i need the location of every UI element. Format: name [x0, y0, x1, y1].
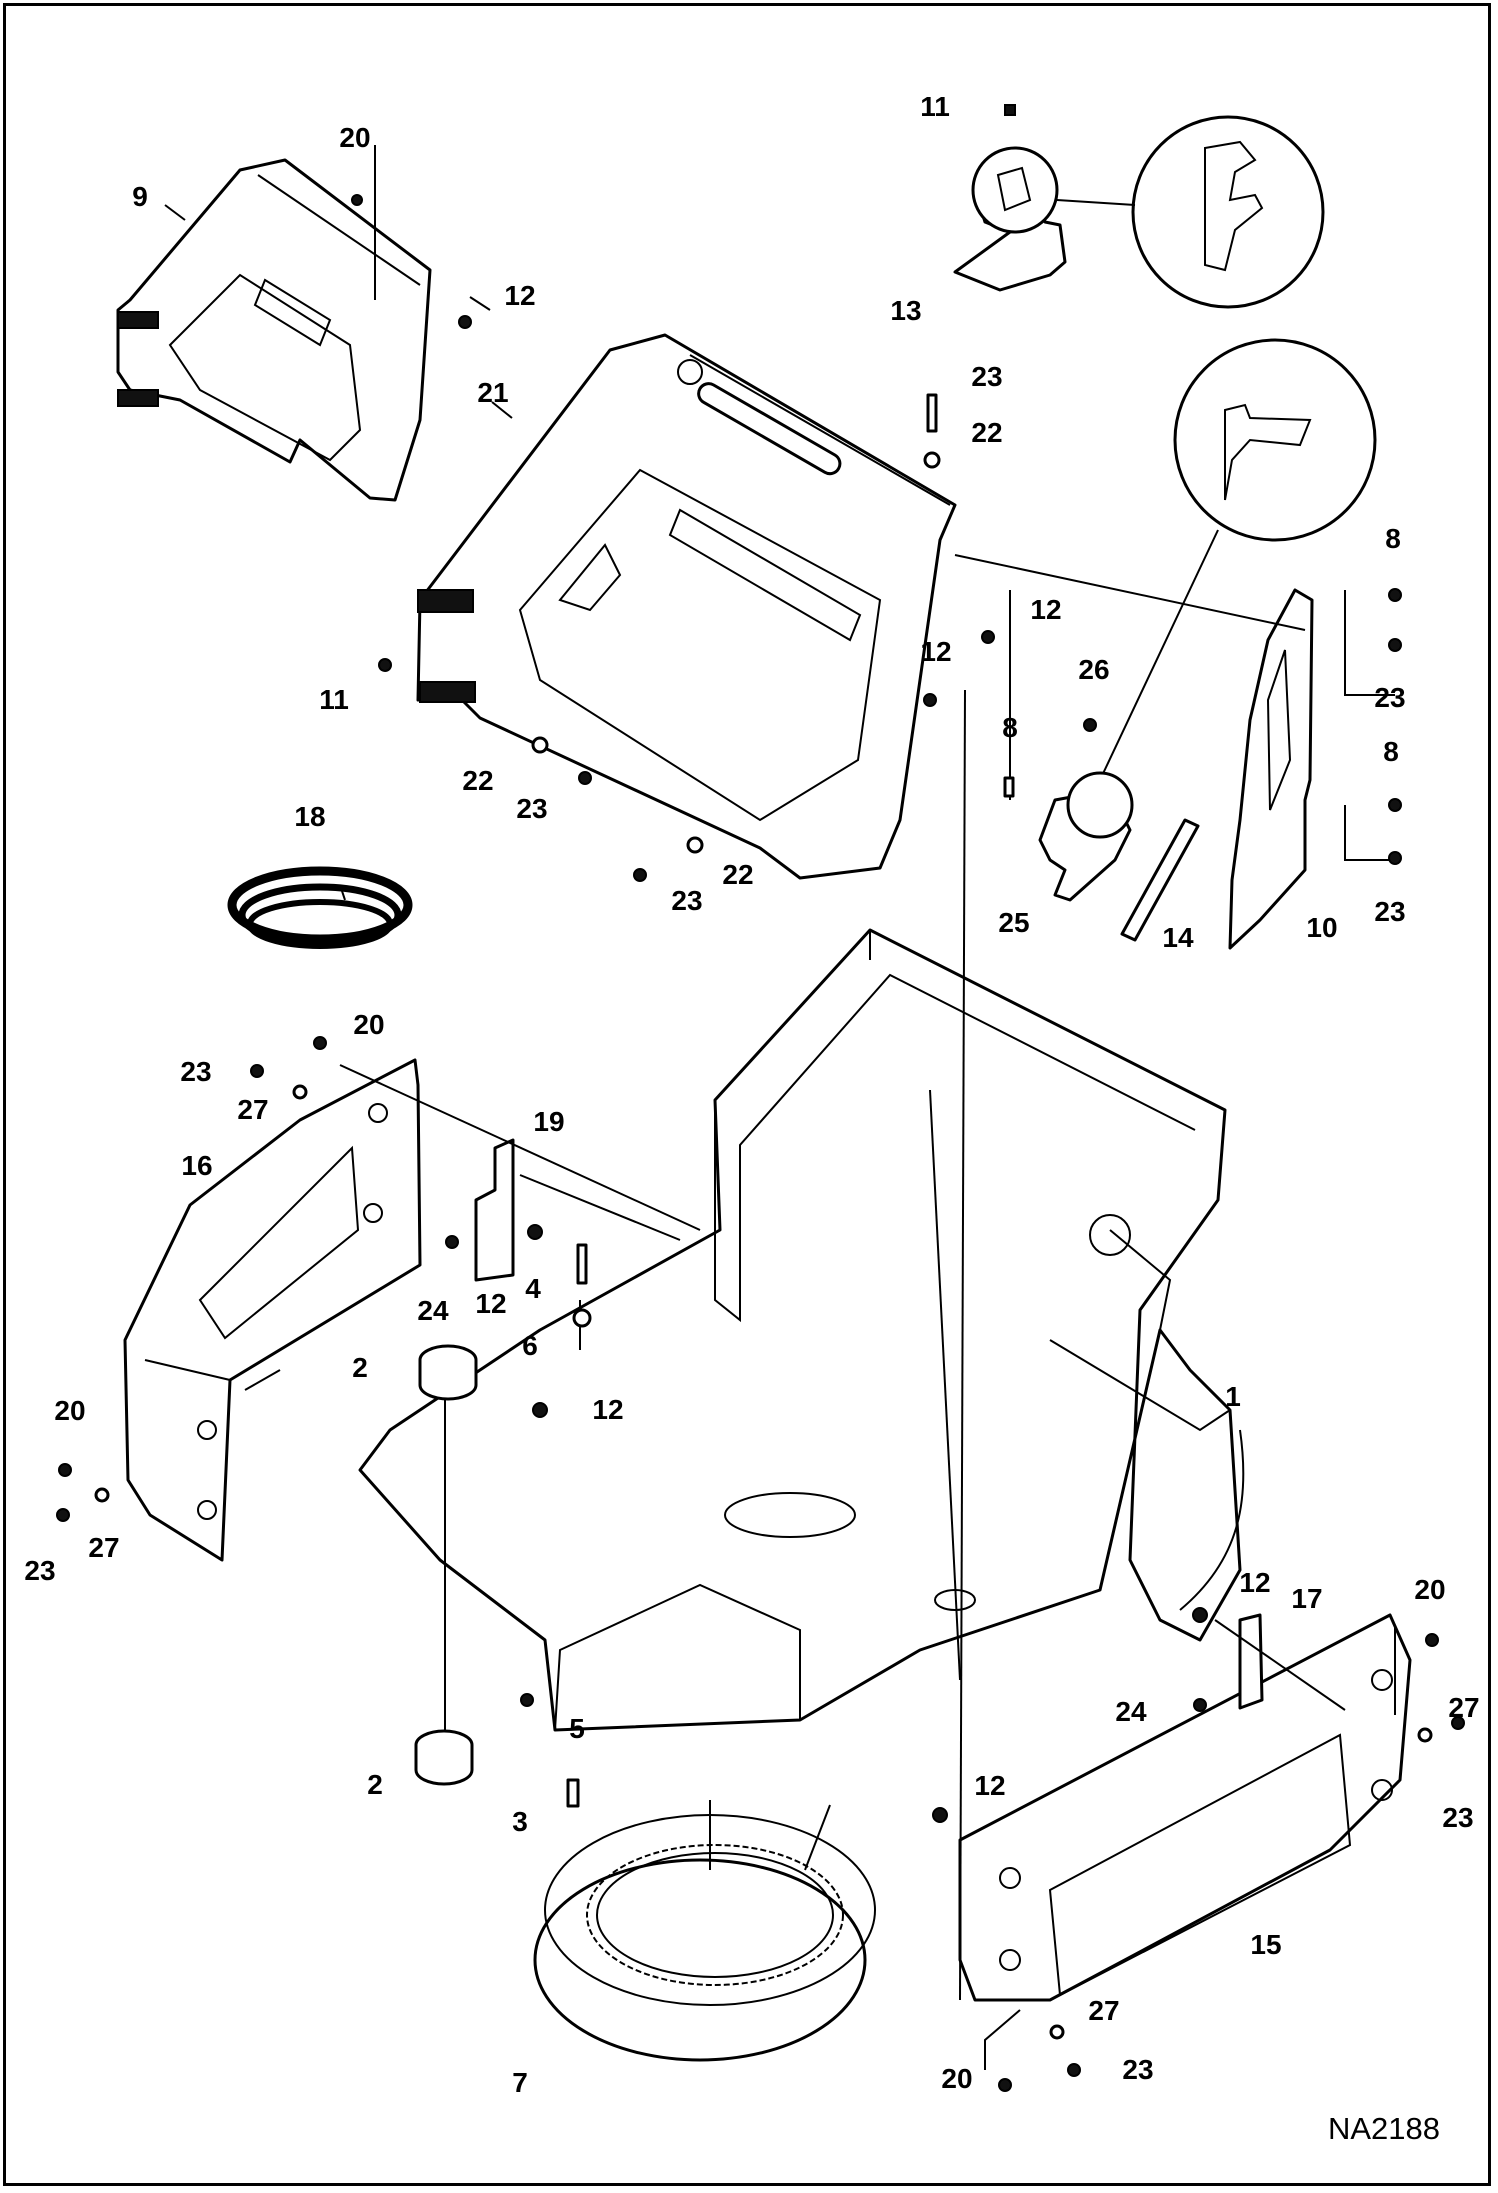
part-13-bracket — [953, 115, 1325, 309]
callout-24: 24 — [1115, 1696, 1147, 1727]
callout-23: 23 — [1374, 682, 1406, 713]
callout-23: 23 — [971, 361, 1003, 392]
part-18-hose-coil — [227, 866, 413, 949]
callout-3: 3 — [512, 1806, 528, 1837]
callout-8: 8 — [1002, 712, 1018, 743]
callout-6: 6 — [522, 1330, 538, 1361]
callout-25: 25 — [998, 907, 1030, 938]
callout-12: 12 — [475, 1288, 507, 1319]
callout-20: 20 — [353, 1009, 385, 1040]
callout-20: 20 — [54, 1395, 86, 1426]
callout-12: 12 — [1030, 594, 1062, 625]
part-1-upper-frame — [358, 928, 1245, 1732]
callout-24: 24 — [417, 1295, 449, 1326]
callout-7: 7 — [512, 2067, 528, 2098]
part-16-left-cover — [123, 1058, 422, 1562]
callout-21: 21 — [477, 377, 509, 408]
part-9-side-panel — [116, 158, 432, 502]
callout-11: 11 — [319, 684, 349, 715]
callout-20: 20 — [339, 122, 371, 153]
callout-1: 1 — [1225, 1381, 1241, 1412]
part-2-bushing-lower — [414, 1729, 474, 1786]
callout-8: 8 — [1383, 736, 1399, 767]
callout-2: 2 — [352, 1352, 368, 1383]
callout-5: 5 — [569, 1713, 585, 1744]
callout-19: 19 — [533, 1106, 565, 1137]
callout-26: 26 — [1078, 654, 1110, 685]
callout-22: 22 — [971, 417, 1003, 448]
callout-9: 9 — [132, 181, 148, 212]
callout-12: 12 — [1239, 1567, 1271, 1598]
part-7-swing-bearing — [533, 1814, 876, 2062]
callout-12: 12 — [974, 1770, 1006, 1801]
callout-16: 16 — [181, 1150, 213, 1181]
part-10-side-panel — [1099, 338, 1377, 950]
callout-18: 18 — [294, 801, 326, 832]
callout-17: 17 — [1291, 1583, 1323, 1614]
callout-12: 12 — [920, 636, 952, 667]
callout-10: 10 — [1306, 912, 1338, 943]
callout-13: 13 — [890, 295, 922, 326]
part-17-bracket — [1238, 1613, 1264, 1710]
drawing-number: NA2188 — [1327, 2111, 1440, 2146]
callout-23: 23 — [1374, 896, 1406, 927]
callout-27: 27 — [1088, 1995, 1120, 2026]
callout-23: 23 — [1442, 1802, 1474, 1833]
part-25-bracket — [1038, 771, 1134, 902]
callout-15: 15 — [1250, 1929, 1282, 1960]
callout-8: 8 — [1385, 523, 1401, 554]
callout-20: 20 — [941, 2063, 973, 2094]
callout-22: 22 — [462, 765, 494, 796]
callout-4: 4 — [525, 1273, 541, 1304]
callout-27: 27 — [237, 1094, 269, 1125]
callout-23: 23 — [24, 1555, 56, 1586]
part-14-seal-strip — [1120, 818, 1200, 942]
callout-27: 27 — [88, 1532, 120, 1563]
part-19-bracket — [474, 1138, 515, 1282]
callout-23: 23 — [1122, 2054, 1154, 2085]
leader-lines — [164, 145, 1396, 2070]
page-border — [3, 3, 1491, 2186]
callout-27: 27 — [1448, 1692, 1480, 1723]
callout-23: 23 — [671, 885, 703, 916]
callout-23: 23 — [516, 793, 548, 824]
part-2-bushing-upper — [418, 1344, 478, 1401]
part-15-right-cover — [958, 1613, 1412, 2002]
callout-23: 23 — [180, 1056, 212, 1087]
callout-12: 12 — [504, 280, 536, 311]
callout-2: 2 — [367, 1769, 383, 1800]
callout-22: 22 — [722, 859, 754, 890]
callout-14: 14 — [1162, 922, 1194, 953]
callout-11: 11 — [920, 91, 950, 122]
callout-20: 20 — [1414, 1574, 1446, 1605]
hardware-fasteners — [56, 104, 1465, 2092]
callout-12: 12 — [592, 1394, 624, 1425]
part-21-upper-rear-panel — [416, 333, 957, 880]
